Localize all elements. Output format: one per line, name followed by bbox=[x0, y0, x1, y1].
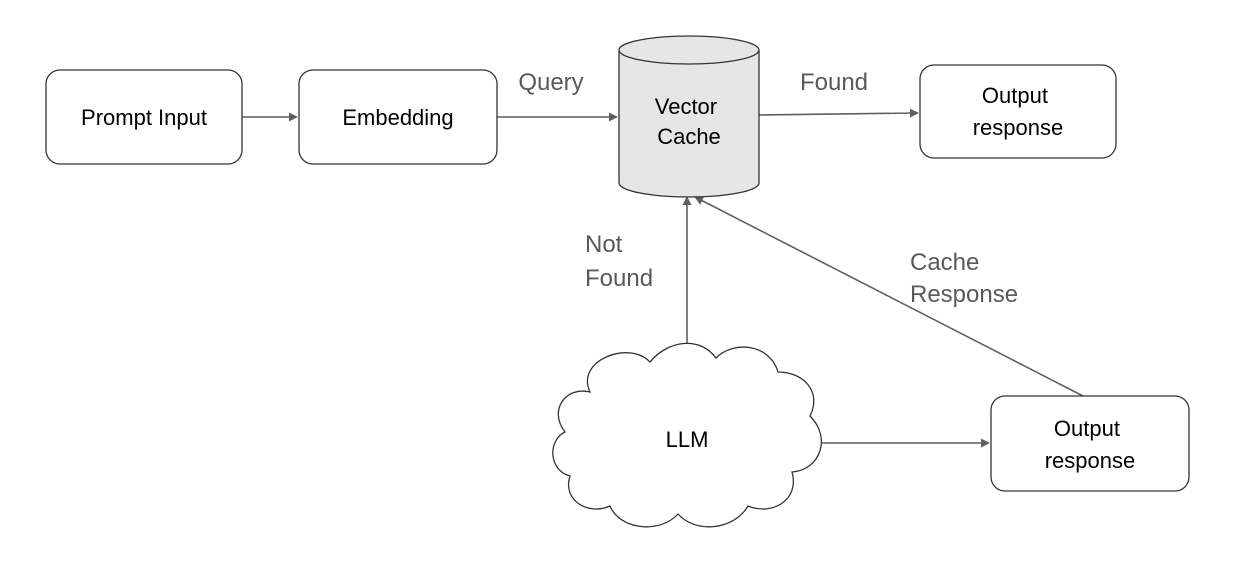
vector-cache-cylinder-top bbox=[618, 35, 760, 65]
edge-label-cache-response-line2: Response bbox=[910, 281, 1018, 308]
node-vector-cache: Vector Cache bbox=[618, 35, 760, 198]
edge-label-query: Query bbox=[518, 69, 583, 96]
node-output-response-bottom-label: Output response bbox=[1045, 416, 1136, 473]
edge-label-cache-response-line1: Cache bbox=[910, 249, 979, 276]
node-embedding: Embedding bbox=[298, 69, 498, 165]
edge-label-not-found-line1: Not bbox=[585, 231, 623, 258]
node-vector-cache-line2: Cache bbox=[657, 124, 721, 149]
edge-label-cache-response: Cache Response bbox=[910, 249, 1018, 308]
edge-label-not-found-line2: Found bbox=[585, 265, 653, 292]
llm-cloud-icon bbox=[552, 342, 822, 528]
node-output-response-bottom: Output response bbox=[990, 395, 1190, 492]
node-output-response-top: Output response bbox=[919, 64, 1117, 159]
node-output-response-bottom-line2: response bbox=[1045, 448, 1136, 473]
node-llm: LLM bbox=[552, 342, 822, 528]
node-embedding-label: Embedding bbox=[342, 105, 453, 130]
node-prompt-input: Prompt Input bbox=[45, 69, 243, 165]
node-output-response-bottom-line1: Output bbox=[1054, 416, 1120, 441]
node-output-response-top-line1: Output bbox=[982, 83, 1048, 108]
node-vector-cache-label: Vector Cache bbox=[655, 94, 724, 149]
edge-cache-to-output bbox=[758, 108, 919, 118]
edge-label-found: Found bbox=[800, 69, 868, 96]
node-llm-label: LLM bbox=[666, 427, 709, 452]
node-vector-cache-line1: Vector bbox=[655, 94, 717, 119]
node-output-response-top-label: Output response bbox=[973, 83, 1064, 140]
vector-cache-cylinder-icon bbox=[618, 50, 760, 198]
node-output-response-top-line2: response bbox=[973, 115, 1064, 140]
edge-output-to-cache bbox=[694, 196, 1084, 397]
edge-label-not-found: Not Found bbox=[585, 231, 653, 292]
node-prompt-input-label: Prompt Input bbox=[81, 105, 207, 130]
